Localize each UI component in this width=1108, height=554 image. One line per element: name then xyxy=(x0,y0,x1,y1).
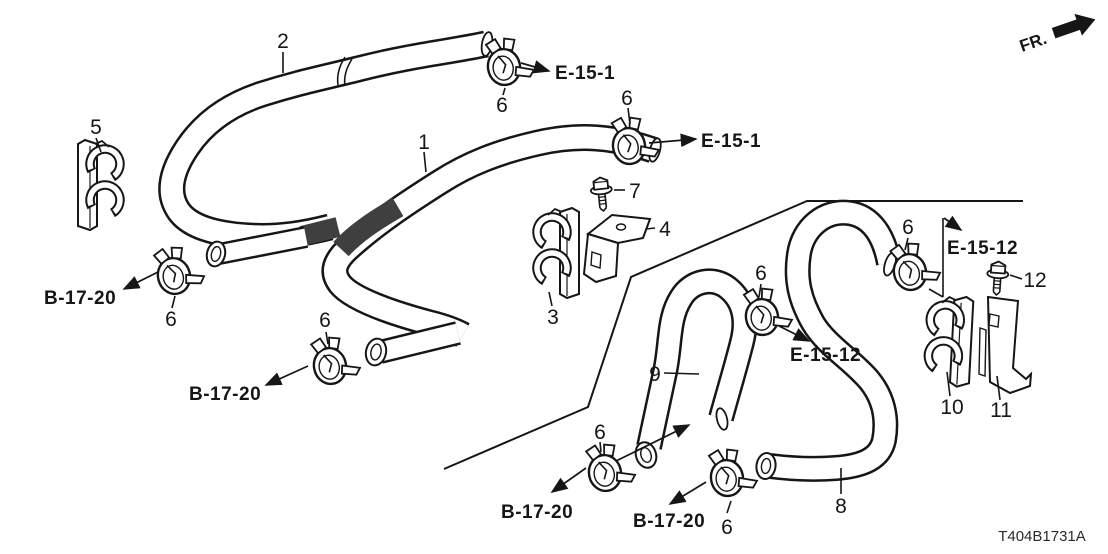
fr-label: FR. xyxy=(1017,29,1049,56)
zone-label-e15-1-a: E-15-1 xyxy=(555,63,615,84)
diagram-code: T404B1731A xyxy=(998,528,1086,545)
fr-arrow-icon xyxy=(1051,13,1096,39)
zone-label-e15-12-a: E-15-12 xyxy=(790,345,861,366)
hose-1 xyxy=(321,124,662,347)
part-label-4: 4 xyxy=(659,218,671,241)
zone-label-b17-20-d: B-17-20 xyxy=(633,511,705,532)
zone-ref-arrows xyxy=(122,60,963,505)
part-label-6g: 6 xyxy=(594,421,606,444)
hose-8 xyxy=(755,199,902,482)
hose-1-pipe-end xyxy=(364,321,461,367)
clamp-6-hose9-bottom xyxy=(582,437,639,496)
fr-direction-indicator: FR. xyxy=(1017,13,1096,56)
part-label-1: 1 xyxy=(418,131,430,154)
part-label-6a: 6 xyxy=(496,94,508,117)
hose-holder-3 xyxy=(532,208,579,298)
zone-label-b17-20-a: B-17-20 xyxy=(44,288,116,309)
clamp-6-hose1-pipe xyxy=(307,330,364,389)
zone-boundary-line xyxy=(443,200,1023,470)
part-label-2: 2 xyxy=(277,30,289,53)
part-label-3: 3 xyxy=(547,306,559,329)
part-label-10: 10 xyxy=(940,396,963,419)
part-label-6b: 6 xyxy=(621,87,633,110)
hose-1-sleeve xyxy=(333,197,404,257)
zone-label-e15-12-b: E-15-12 xyxy=(947,238,1018,259)
zone-label-b17-20-c: B-17-20 xyxy=(501,502,573,523)
leader-lines xyxy=(95,52,1023,514)
clamp-6-hose8-bottom xyxy=(705,443,760,500)
clamp-6-hose2-end xyxy=(482,32,537,89)
hose-2 xyxy=(158,30,494,250)
zone-label-b17-20-b: B-17-20 xyxy=(189,384,261,405)
part-label-6d: 6 xyxy=(319,309,331,332)
clamp-6-left xyxy=(149,239,208,299)
hose-9-connection-arrow xyxy=(615,424,691,462)
part-label-5: 5 xyxy=(90,116,102,139)
bolt-12 xyxy=(984,259,1011,297)
bracket-11 xyxy=(978,295,1033,395)
part-label-6c: 6 xyxy=(165,308,177,331)
part-label-9: 9 xyxy=(649,363,661,386)
part-label-7: 7 xyxy=(629,180,641,203)
part-label-12: 12 xyxy=(1023,269,1046,292)
part-label-6e: 6 xyxy=(755,262,767,285)
zone-label-e15-1-b: E-15-1 xyxy=(701,131,761,152)
part-label-6h: 6 xyxy=(721,516,733,539)
hose-holder-5 xyxy=(78,140,125,230)
bolt-7 xyxy=(588,175,615,213)
bracket-4 xyxy=(582,213,652,284)
part-label-8: 8 xyxy=(835,495,847,518)
hose-2-pipe-end xyxy=(205,226,309,268)
hose-2-alignment-band xyxy=(336,56,353,87)
hose-2-cuff xyxy=(299,217,341,246)
part-label-11: 11 xyxy=(990,399,1012,422)
part-label-6f: 6 xyxy=(902,216,914,239)
